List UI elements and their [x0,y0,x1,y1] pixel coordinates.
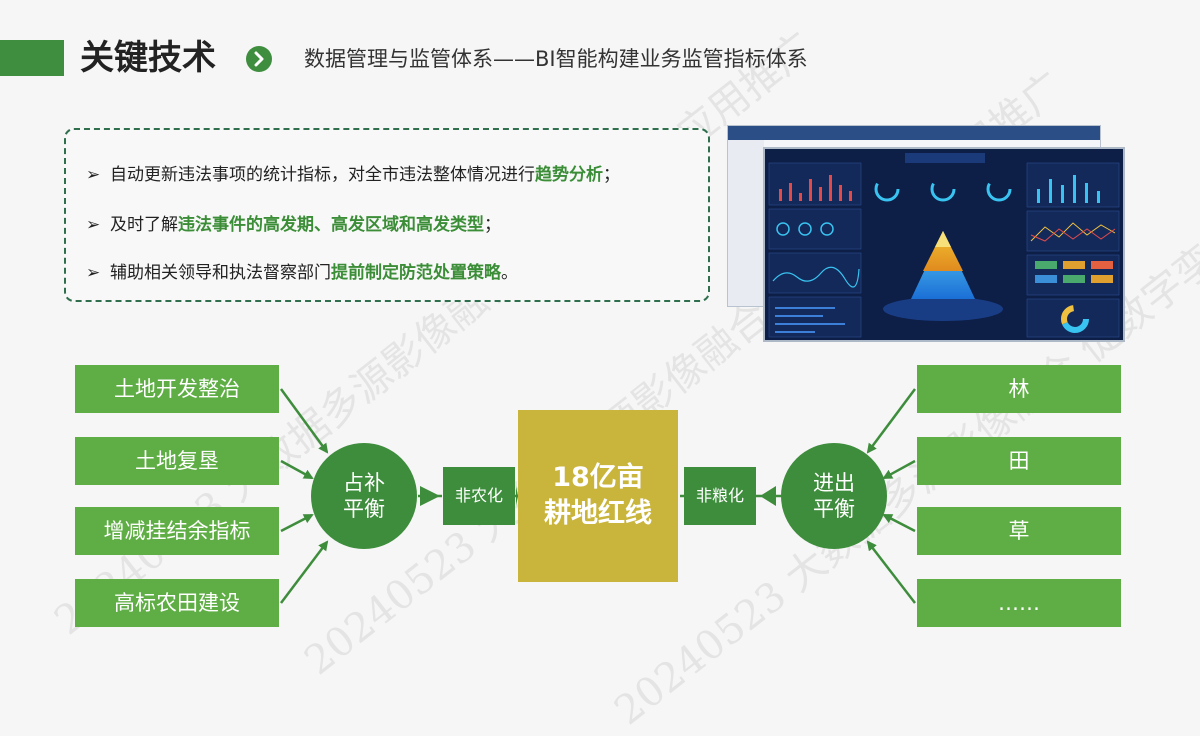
left-source-box: 增减挂结余指标 [75,507,279,555]
chevron-right-icon [246,46,272,72]
non-grain-box: 非粮化 [684,467,756,525]
dashboard-screenshot-front [763,147,1125,342]
page-subtitle: 数据管理与监管体系——BI智能构建业务监管指标体系 [304,47,808,71]
page-title: 关键技术 [80,38,216,78]
left-source-box: 土地复垦 [75,437,279,485]
right-source-box: 草 [917,507,1121,555]
balance-circle-left: 占补 平衡 [311,443,417,549]
header-accent-bar [0,40,64,76]
right-source-box: …… [917,579,1121,627]
right-source-box: 田 [917,437,1121,485]
right-source-box: 林 [917,365,1121,413]
arrow-bullet-icon: ➢ [86,263,101,283]
farmland-redline-box: 18亿亩 耕地红线 [518,410,678,582]
dashboard-preview-graphic [765,149,1123,340]
non-agri-box: 非农化 [443,467,515,525]
left-source-box: 土地开发整治 [75,365,279,413]
arrow-bullet-icon: ➢ [86,215,101,235]
info-bullet: ➢自动更新违法事项的统计指标，对全市违法整体情况进行趋势分析； [86,162,620,188]
info-bullet: ➢辅助相关领导和执法督察部门提前制定防范处置策略。 [86,260,518,286]
left-source-box: 高标农田建设 [75,579,279,627]
info-box: ➢自动更新违法事项的统计指标，对全市违法整体情况进行趋势分析； ➢及时了解违法事… [64,128,710,302]
balance-circle-right: 进出 平衡 [781,443,887,549]
info-bullet: ➢及时了解违法事件的高发期、高发区域和高发类型； [86,212,501,238]
arrow-bullet-icon: ➢ [86,165,101,185]
